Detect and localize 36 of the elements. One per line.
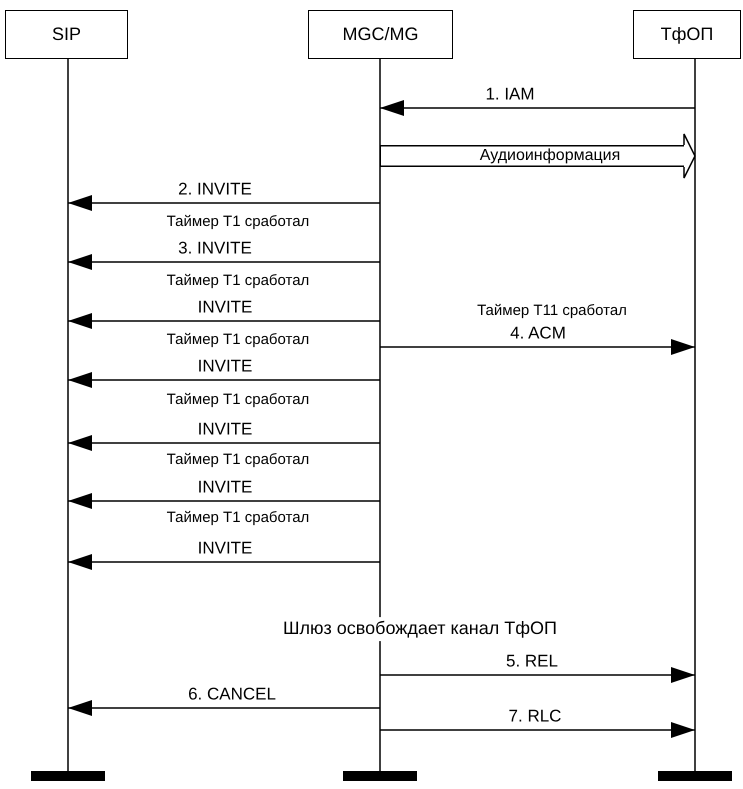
participant-box: SIP	[5, 10, 128, 59]
message-arrow	[68, 372, 380, 388]
note-text: Таймер Т1 сработал	[166, 272, 310, 290]
message-label: 3. INVITE	[178, 240, 252, 258]
message-label: 4. ACM	[510, 324, 566, 344]
participant-box: ТфОП	[633, 10, 741, 59]
message-label: 1. IAM	[485, 86, 535, 104]
message-label: INVITE	[198, 540, 252, 558]
message-arrow	[380, 339, 695, 355]
message-label: 6. CANCEL	[188, 686, 276, 704]
message-label: INVITE	[198, 298, 252, 318]
message-label: Аудиоинформация	[480, 147, 620, 165]
message-label: INVITE	[198, 478, 252, 498]
message-label: 5. REL	[506, 652, 558, 672]
participant-box: MGC/MG	[308, 10, 453, 59]
message-arrow	[68, 493, 380, 509]
message-label: INVITE	[198, 420, 252, 440]
message-label: INVITE	[198, 358, 252, 376]
message-arrow	[380, 722, 695, 738]
message-arrow	[68, 435, 380, 451]
message-arrow	[68, 554, 380, 570]
note-text: Таймер Т1 сработал	[166, 392, 310, 408]
note-text: Таймер Т1 сработал	[166, 332, 310, 348]
note-text: Таймер Т1 сработал	[166, 214, 310, 230]
message-arrow	[68, 313, 380, 329]
message-arrow	[68, 254, 380, 270]
message-arrow	[68, 195, 380, 211]
message-arrow	[380, 667, 695, 683]
message-arrow	[68, 700, 380, 716]
message-label: 7. RLC	[508, 708, 562, 726]
message-label: 2. INVITE	[178, 180, 252, 200]
note-text: Таймер Т1 сработал	[166, 452, 310, 468]
note-text: Таймер Т11 сработал	[477, 302, 627, 320]
note-text: Шлюз освобождает канал ТфОП	[283, 617, 557, 641]
note-text: Таймер Т1 сработал	[166, 510, 310, 526]
message-arrow	[380, 100, 695, 116]
